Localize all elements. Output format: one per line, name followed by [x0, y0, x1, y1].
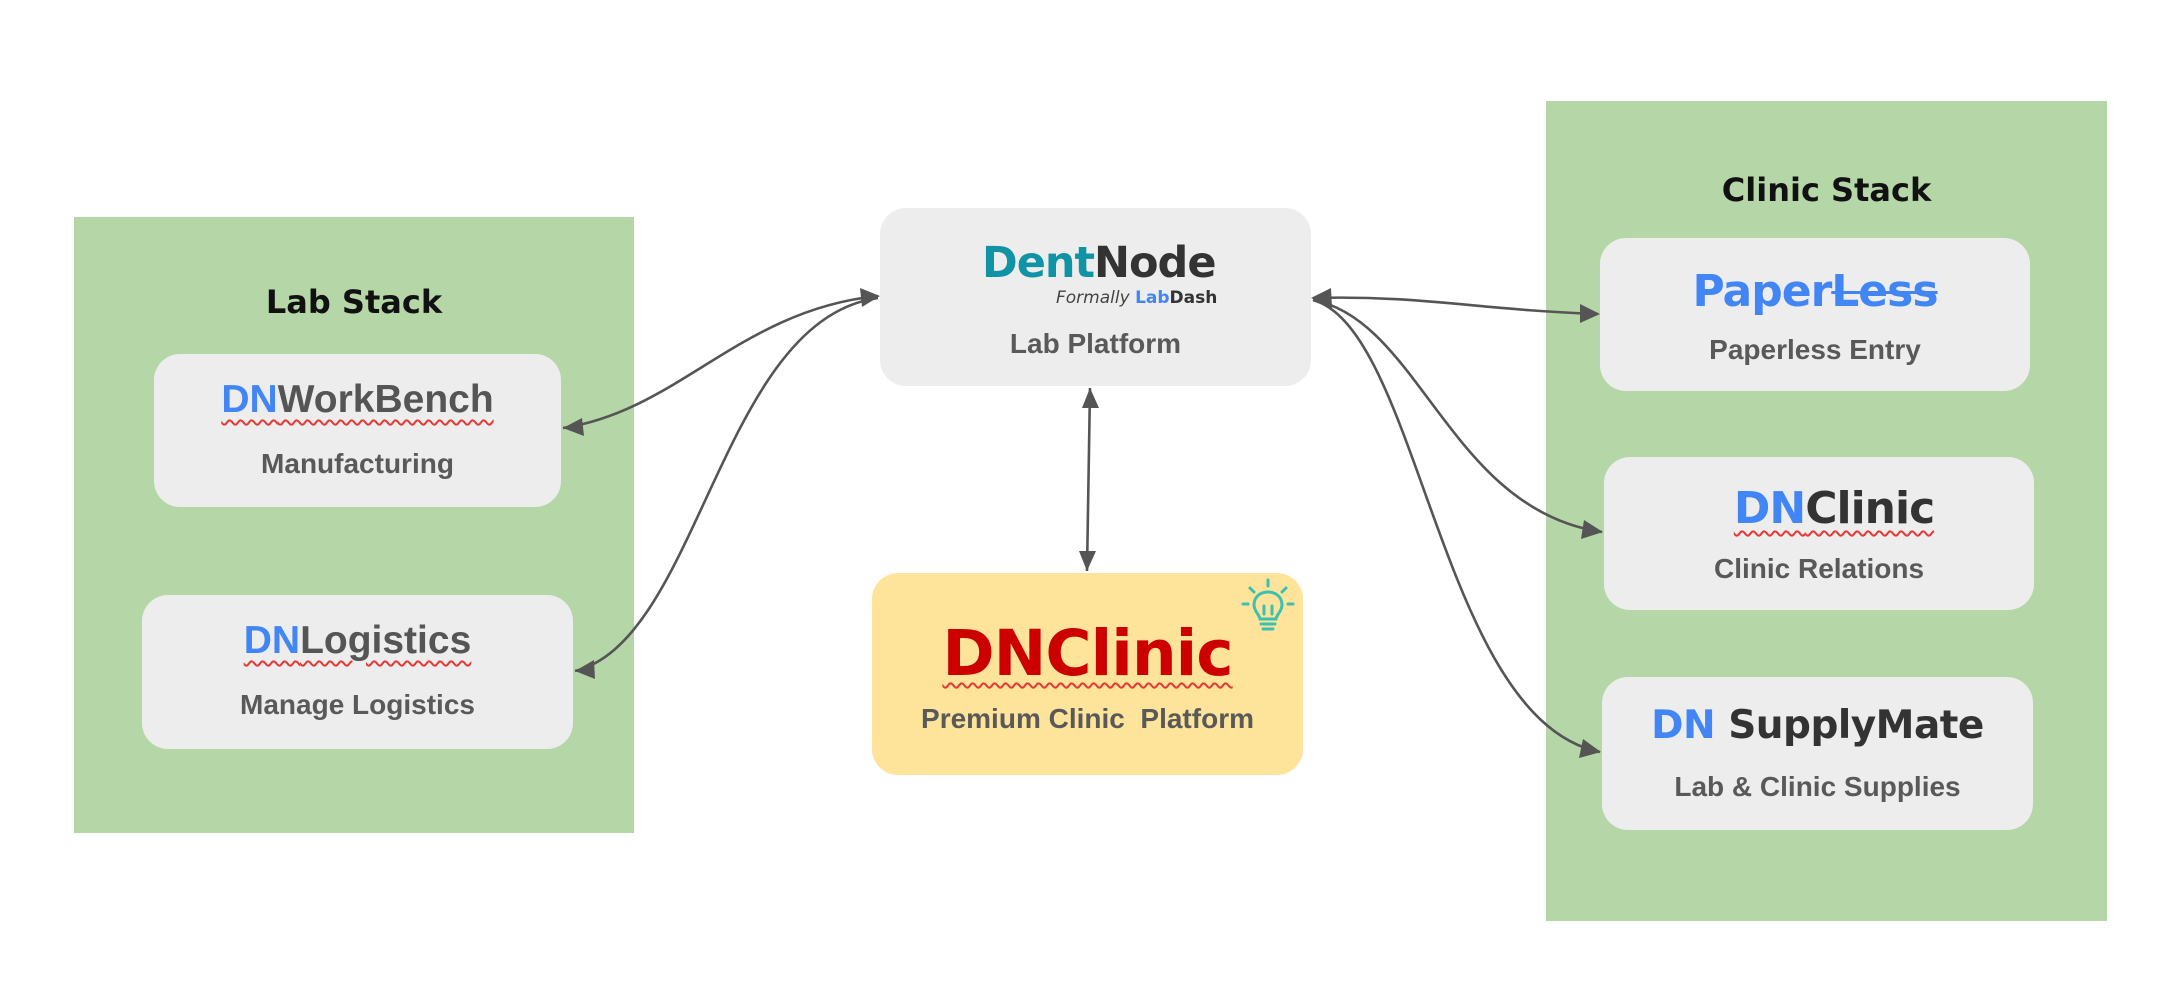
arrow-dentnode-paperless: [1312, 296, 1599, 316]
dnworkbench-card[interactable]: DNWorkBench Manufacturing: [154, 354, 561, 507]
supplymate-subtitle: Lab & Clinic Supplies: [1674, 771, 1961, 802]
dnlogistics-logo: DNLogistics: [243, 619, 472, 662]
dentnode-subtitle: Lab Platform: [1009, 328, 1182, 359]
arrowhead-supplymate: [1579, 739, 1601, 758]
dnclinic-subtitle: Clinic Relations: [1713, 553, 1925, 584]
dentnode-card[interactable]: DentNode Formally LabDash Lab Platform: [880, 208, 1311, 386]
premium-dnclinic-logo: DNClinic: [942, 617, 1233, 690]
lab-stack-title: Lab Stack: [265, 283, 443, 321]
dentnode-logo: DentNode: [982, 238, 1217, 288]
arrow-logistics-dentnode: [574, 296, 879, 673]
arrowhead-dentnode-top: [1082, 388, 1099, 408]
paperless-card[interactable]: PaperLess Paperless Entry: [1600, 238, 2030, 391]
arrowhead-dentnode-left: [860, 288, 880, 307]
paperless-logo: PaperLess: [1692, 266, 1938, 317]
arrowhead-premium: [1079, 551, 1096, 571]
dnlogistics-card[interactable]: DNLogistics Manage Logistics: [142, 595, 573, 749]
clinic-stack-title: Clinic Stack: [1721, 171, 1932, 209]
arrowhead-workbench: [563, 418, 584, 436]
arrowhead-dnclinic: [1581, 520, 1603, 539]
arrowhead-paperless: [1580, 304, 1600, 323]
arrow-dentnode-dnclinic: [1312, 298, 1603, 534]
supplymate-card[interactable]: DN SupplyMate Lab & Clinic Supplies: [1602, 677, 2033, 830]
arrow-dentnode-supplymate: [1312, 298, 1601, 754]
arrowhead-logistics: [575, 660, 595, 679]
dnclinic-card[interactable]: DNClinic Clinic Relations: [1604, 457, 2034, 610]
dnlogistics-subtitle: Manage Logistics: [240, 689, 475, 720]
dnworkbench-subtitle: Manufacturing: [261, 448, 454, 479]
premium-dnclinic-subtitle: Premium Clinic Platform: [921, 703, 1254, 734]
formally-labdash-text: Formally LabDash: [1056, 288, 1218, 308]
arrowhead-dentnode-right: [1311, 288, 1332, 308]
arrow-dentnode-premium: [1085, 387, 1092, 572]
arrow-workbench-dentnode: [562, 294, 879, 430]
lightbulb-icon: [1240, 578, 1296, 634]
premium-dnclinic-card[interactable]: DNClinic Premium Clinic Platform: [872, 573, 1303, 775]
dnclinic-logo: DNClinic: [1733, 483, 1935, 534]
paperless-subtitle: Paperless Entry: [1709, 334, 1921, 365]
supplymate-logo: DN SupplyMate: [1651, 703, 1984, 748]
dnworkbench-logo: DNWorkBench: [221, 378, 494, 421]
